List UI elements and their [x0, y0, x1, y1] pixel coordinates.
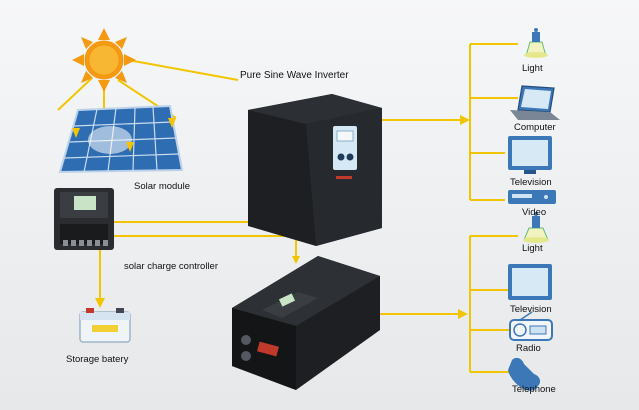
tower-inverter-icon: [248, 94, 382, 246]
load-label-television: Television: [510, 177, 552, 188]
arrow-top: [460, 115, 470, 125]
battery-icon: [79, 308, 131, 343]
radio-icon: [509, 311, 553, 341]
solar-module-label: Solar module: [134, 181, 190, 192]
sun-to-inverter-line: [127, 59, 239, 81]
low-frequency-inverter-icon: [232, 256, 380, 390]
television-icon: [508, 264, 552, 300]
light-bulb-icon: [523, 212, 549, 243]
charge-controller-icon: [54, 188, 114, 250]
load-label-radio: Radio: [516, 343, 541, 354]
solar-panel-icon: [58, 104, 184, 174]
arrow-bottom: [458, 309, 468, 319]
load-label-telephone: Telephone: [512, 384, 556, 395]
load-label-television-2: Television: [510, 304, 552, 315]
inverter-label: Pure Sine Wave Inverter: [240, 70, 349, 81]
storage-battery-label: Storage batery: [66, 354, 129, 365]
sun-icon: [72, 28, 136, 92]
laptop-icon: [510, 85, 560, 120]
controller-to-inverter2-wire: [112, 235, 297, 258]
telephone-icon: [508, 357, 541, 391]
arrowheads: [95, 115, 470, 319]
load-label-light: Light: [522, 63, 543, 74]
video-player-icon: [508, 190, 556, 204]
charge-controller-label: solar charge controller: [124, 261, 218, 272]
sun-ray-1: [57, 77, 93, 111]
arrow-battery: [95, 298, 105, 308]
light-bulb-icon: [524, 28, 548, 58]
television-icon: [508, 136, 552, 174]
load-label-computer: Computer: [514, 122, 556, 133]
load-label-light-2: Light: [522, 243, 543, 254]
load-label-video: Video: [522, 207, 547, 218]
